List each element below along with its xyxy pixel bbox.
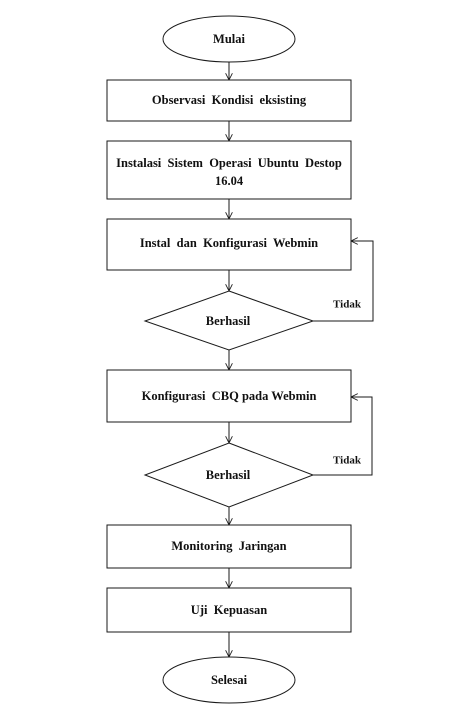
process-box-monitoring [106, 524, 352, 569]
process-observasi: Observasi Kondisi eksisting [106, 79, 352, 122]
process-label-uji: Uji Kepuasan [191, 603, 267, 617]
process-box-observasi [106, 79, 352, 122]
process-label-monitoring: Monitoring Jaringan [171, 539, 286, 553]
process-box-uji [106, 587, 352, 633]
process-label-webmin: Instal dan Konfigurasi Webmin [140, 236, 318, 250]
start-terminator: Mulai [162, 15, 296, 63]
loop-decision-1-tidak [313, 241, 374, 322]
process-monitoring: Monitoring Jaringan [106, 524, 352, 569]
connectors [229, 62, 374, 657]
loop-decision-2-tidak [313, 397, 373, 476]
process-webmin: Instal dan Konfigurasi Webmin [106, 218, 352, 271]
process-label-instalasi-line1: Instalasi Sistem Operasi Ubuntu Destop [116, 156, 342, 170]
process-box-webmin [106, 218, 352, 271]
decision-label-2: Berhasil [206, 468, 251, 482]
process-cbq: Konfigurasi CBQ pada Webmin [106, 369, 352, 423]
process-box-instalasi [106, 140, 352, 200]
tidak-label-1: Tidak [333, 299, 362, 311]
process-box-cbq [106, 369, 352, 423]
end-label: Selesai [211, 673, 248, 687]
end-ellipse [162, 656, 296, 704]
start-label: Mulai [213, 32, 245, 46]
process-label-instalasi-line2: 16.04 [215, 174, 244, 188]
decision-1: Berhasil Tidak [143, 290, 362, 351]
process-label-observasi: Observasi Kondisi eksisting [152, 93, 307, 107]
process-label-cbq: Konfigurasi CBQ pada Webmin [142, 389, 317, 403]
decision-diamond-2 [143, 442, 315, 508]
decision-diamond-1 [143, 290, 315, 351]
process-instalasi: Instalasi Sistem Operasi Ubuntu Destop 1… [106, 140, 352, 200]
decision-2: Berhasil Tidak [143, 442, 362, 508]
end-terminator: Selesai [162, 656, 296, 704]
process-uji: Uji Kepuasan [106, 587, 352, 633]
tidak-label-2: Tidak [333, 455, 362, 467]
decision-label-1: Berhasil [206, 314, 251, 328]
start-ellipse [162, 15, 296, 63]
